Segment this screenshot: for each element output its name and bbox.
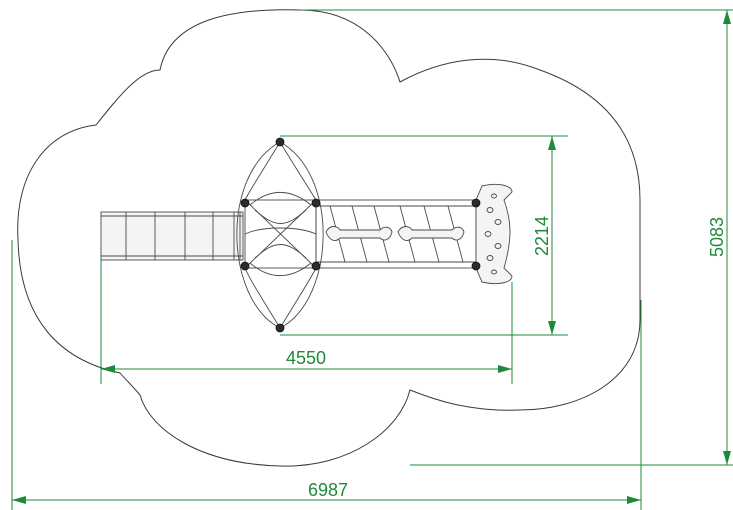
dimension-4550: 4550 xyxy=(100,260,513,384)
tower-roof xyxy=(236,141,324,329)
dimension-6987-label: 6987 xyxy=(308,480,348,500)
dimension-4550-label: 4550 xyxy=(286,348,326,368)
slide xyxy=(100,211,244,261)
dimension-2214-label: 2214 xyxy=(532,216,552,256)
dimension-6987: 6987 xyxy=(11,240,642,510)
dimension-5083-label: 5083 xyxy=(707,217,727,257)
climbing-wall xyxy=(475,183,513,285)
dimension-5083: 5083 xyxy=(300,9,733,466)
dimension-2214: 2214 xyxy=(280,135,568,336)
bridge xyxy=(315,199,477,269)
posts xyxy=(240,137,481,333)
safety-zone-outline xyxy=(17,9,641,467)
